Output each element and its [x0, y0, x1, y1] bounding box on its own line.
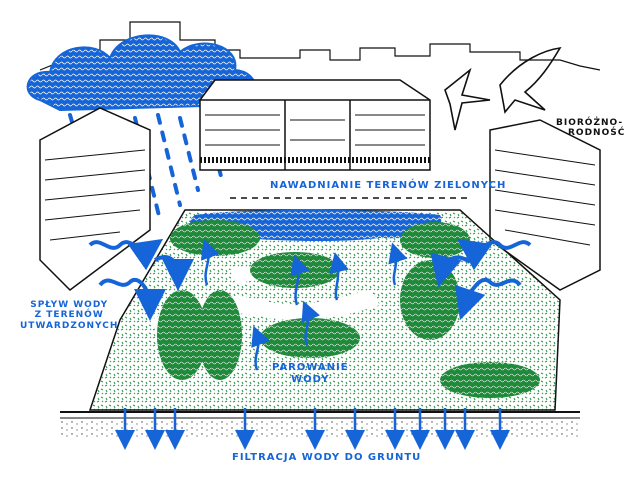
label-evaporation-line2: wody: [291, 373, 330, 385]
building-right: [489, 119, 601, 291]
label-runoff-line1: Spływ wody: [30, 300, 109, 310]
rain-cloud-icon: [26, 34, 257, 112]
label-biodiversity: Bioróżno- rodność: [556, 118, 625, 139]
label-filtration: Filtracja wody do gruntu: [232, 452, 422, 463]
building-left: [39, 107, 151, 291]
label-runoff: Spływ wody z terenów utwardzonych: [20, 300, 118, 331]
soil: [60, 411, 580, 438]
label-runoff-line2: z terenów: [34, 310, 104, 321]
swallow-icon: [444, 46, 562, 131]
label-biodiversity-line2: rodność: [568, 128, 626, 139]
label-runoff-line3: utwardzonych: [20, 320, 119, 331]
runoff-arrows: [88, 238, 532, 321]
skyline: [39, 21, 601, 71]
label-evaporation-line1: Parowanie: [272, 362, 349, 373]
filtration-arrows: [115, 408, 510, 450]
label-biodiversity-line1: Bioróżno-: [556, 118, 624, 128]
label-evaporation: Parowanie wody: [272, 362, 349, 385]
evaporation-arrows: [200, 238, 408, 371]
building-central: [199, 79, 431, 171]
label-irrigation: Nawadnianie terenów zielonych: [270, 180, 507, 191]
